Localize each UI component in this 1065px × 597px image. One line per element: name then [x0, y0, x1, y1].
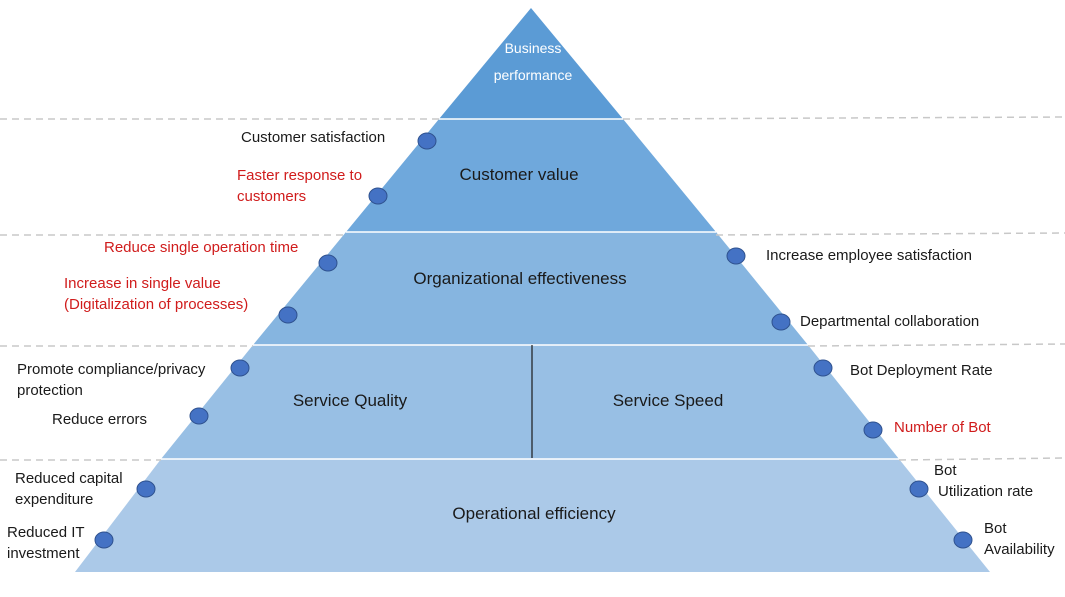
dot-number-of-bot: [863, 421, 883, 439]
label-faster-response-line2: customers: [237, 188, 307, 205]
tier-label-service-quality: Service Quality: [292, 391, 408, 410]
dot-bot-deployment-rate: [813, 359, 833, 377]
dot-reduced-it: [94, 531, 114, 549]
tier-label-service-speed: Service Speed: [612, 391, 724, 410]
apex-label-line2: performance: [493, 67, 573, 83]
label-increase-employee-satisfaction: Increase employee satisfaction: [766, 247, 972, 264]
dot-reduce-single-op-time: [318, 254, 338, 272]
label-reduce-errors: Reduce errors: [52, 411, 148, 428]
label-number-of-bot: Number of Bot: [894, 419, 991, 436]
dot-bot-availability: [953, 531, 973, 549]
label-bot-deployment-rate: Bot Deployment Rate: [850, 362, 993, 379]
label-departmental-collaboration: Departmental collaboration: [800, 313, 980, 330]
dot-departmental-collaboration: [771, 313, 791, 331]
tier-operational-efficiency: [75, 459, 990, 572]
tier-customer-value: [346, 119, 716, 232]
dot-increase-single-value: [278, 306, 298, 324]
apex-label: Business performance: [494, 35, 573, 89]
dot-bot-utilization: [909, 480, 929, 498]
label-promote-compliance-line2: protection: [17, 382, 83, 399]
label-bot-utilization-line2: Utilization rate: [938, 483, 1034, 500]
apex-label-line1: Business: [504, 40, 562, 56]
dot-reduce-errors: [189, 407, 209, 425]
label-increase-single-value-line2: (Digitalization of processes): [64, 296, 249, 313]
label-reduced-capex-line1: Reduced capital: [15, 470, 123, 487]
label-reduced-capex-line2: expenditure: [15, 491, 94, 508]
label-bot-availability-line1: Bot: [984, 520, 1007, 537]
tier-label-organizational-effectiveness: Organizational effectiveness: [413, 269, 627, 288]
label-reduced-it-line1: Reduced IT: [7, 524, 85, 541]
label-increase-single-value-line1: Increase in single value: [64, 275, 221, 292]
tier-label-customer-value: Customer value: [459, 165, 579, 184]
dot-promote-compliance: [230, 359, 250, 377]
tier-service: [161, 345, 899, 459]
dot-faster-response: [368, 187, 388, 205]
label-bot-availability-line2: Availability: [984, 541, 1055, 558]
label-reduce-single-op-time: Reduce single operation time: [104, 239, 299, 256]
dot-reduced-capex: [136, 480, 156, 498]
tier-label-operational-efficiency: Operational efficiency: [452, 504, 616, 523]
label-faster-response-line1: Faster response to: [237, 167, 363, 184]
dot-employee-satisfaction: [726, 247, 746, 265]
label-customer-satisfaction: Customer satisfaction: [241, 129, 386, 146]
label-reduced-it-line2: investment: [7, 545, 80, 562]
tier-organizational-effectiveness: [253, 232, 808, 345]
label-bot-utilization-line1: Bot: [934, 462, 957, 479]
tier-apex: [439, 8, 623, 119]
label-promote-compliance-line1: Promote compliance/privacy: [17, 361, 206, 378]
dashed-guides: [0, 116, 1065, 461]
dot-customer-satisfaction: [417, 132, 437, 150]
